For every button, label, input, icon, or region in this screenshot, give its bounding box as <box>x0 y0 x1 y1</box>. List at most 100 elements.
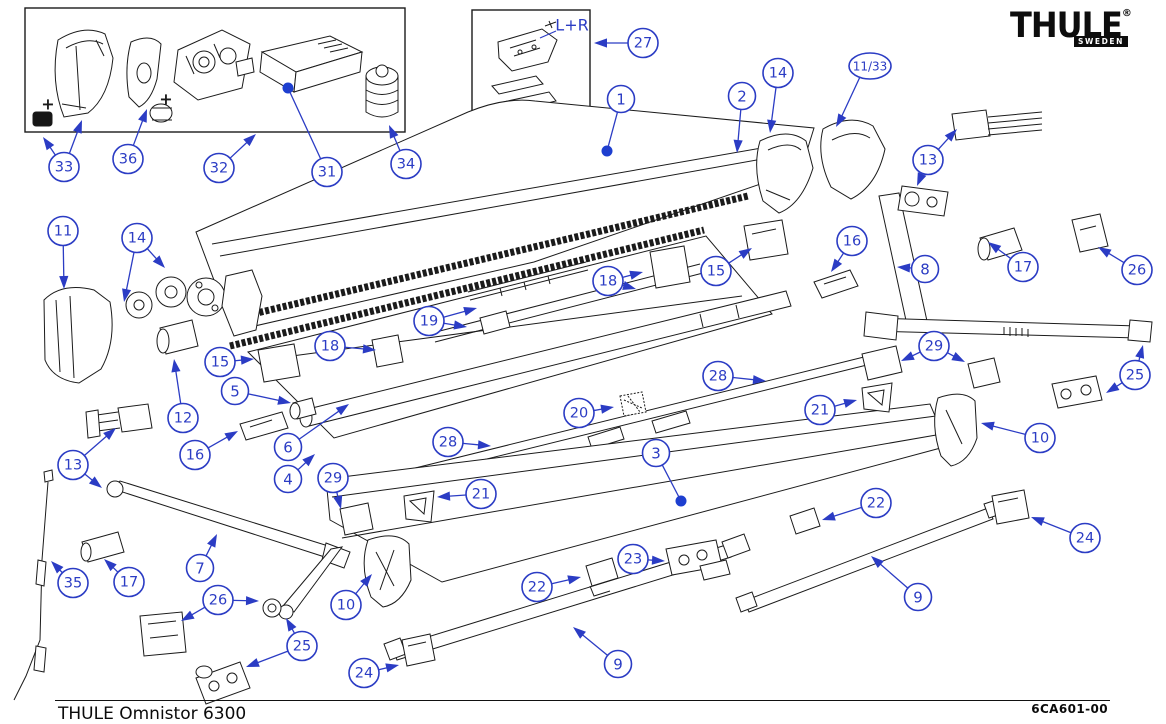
leader-arrowhead <box>733 139 743 153</box>
leader-arrowhead <box>477 440 491 450</box>
leader-arrowhead <box>1031 517 1045 526</box>
leader-line <box>205 541 214 557</box>
callout-circle <box>286 630 318 662</box>
callout-circle <box>903 582 933 612</box>
callout-28: 28 <box>432 426 491 458</box>
callout-32: 32 <box>203 134 256 184</box>
leader-line <box>593 407 606 412</box>
callout-20: 20 <box>563 397 614 429</box>
leader-line <box>297 459 309 471</box>
callout-circle <box>413 305 445 337</box>
leader-line <box>622 284 628 288</box>
callout-number: 22 <box>867 496 885 512</box>
callout-number: 17 <box>1014 260 1032 276</box>
callout-28: 28 <box>702 360 766 392</box>
leader-arrowhead <box>843 398 857 408</box>
callout-33: 33 <box>43 120 82 183</box>
line-art <box>13 7 1153 705</box>
callout-29: 29 <box>317 462 349 509</box>
callout-circle <box>432 426 464 458</box>
callout-number: 14 <box>128 231 146 247</box>
leader-line <box>770 87 777 125</box>
callout-13: 13 <box>912 129 957 186</box>
callout-22: 22 <box>521 571 581 603</box>
callout-number: 25 <box>293 639 311 655</box>
leader-line <box>174 367 182 404</box>
leader-arrowhead <box>362 344 376 354</box>
leader-line <box>248 393 283 402</box>
callout-circle <box>1069 522 1101 554</box>
callout-circle <box>563 397 595 429</box>
leader-arrowhead <box>1135 345 1145 359</box>
callout-8: 8 <box>897 254 940 284</box>
callout-circle <box>465 478 497 510</box>
callout-circle <box>641 438 671 468</box>
leader-line <box>443 322 459 327</box>
leader-arrowhead <box>917 172 927 186</box>
callout-number: 25 <box>1126 368 1144 384</box>
leader-arrowhead <box>122 288 132 302</box>
callout-circle <box>113 566 145 598</box>
leader-line <box>1113 382 1123 389</box>
case-lid-drawing <box>195 99 815 332</box>
end-cap-left-drawing <box>43 287 113 384</box>
leader-line <box>47 144 56 156</box>
leader-line <box>62 245 65 281</box>
leader-arrowhead <box>59 275 69 289</box>
callout-circle <box>592 265 624 297</box>
callout-34: 34 <box>389 125 422 180</box>
leader-line <box>647 559 657 562</box>
leader-arrowhead <box>871 556 884 569</box>
callout-15: 15 <box>204 346 254 378</box>
end-cover-right-drawing <box>820 119 886 200</box>
callout-number: 26 <box>209 593 227 609</box>
callout-circle <box>311 156 343 188</box>
leader-arrowhead <box>103 428 116 440</box>
callout-number: 24 <box>1076 531 1094 547</box>
callout-number: 12 <box>174 411 192 427</box>
leader-arrowhead <box>286 618 297 632</box>
leader-line <box>443 309 469 318</box>
footer-doc-number: 6CA601-00 <box>1031 702 1108 716</box>
callout-10: 10 <box>330 574 372 621</box>
callout-circle <box>627 27 659 59</box>
leader-line <box>462 442 483 446</box>
callout-number: 33 <box>55 160 73 176</box>
leader-line <box>336 491 340 501</box>
callout-number: 29 <box>324 471 342 487</box>
callout-circle <box>727 81 757 111</box>
leader-arrowhead <box>897 263 911 273</box>
leader-line <box>188 606 206 618</box>
leader-line <box>1105 251 1125 264</box>
leader-arrowhead <box>243 134 256 147</box>
leader-arrowhead <box>360 574 372 587</box>
callout-number: 13 <box>64 458 82 474</box>
callout-number: 9 <box>613 656 623 674</box>
leader-arrowhead <box>836 113 847 127</box>
callout-circle <box>314 330 346 362</box>
callout-number: 1 <box>616 91 626 109</box>
callout-number: 29 <box>925 339 943 355</box>
callout-number: 21 <box>472 487 490 503</box>
leader-arrowhead <box>573 627 586 639</box>
callout-circle <box>617 543 649 575</box>
leader-line <box>551 578 573 585</box>
callout-12: 12 <box>167 359 199 434</box>
callout-9: 9 <box>871 556 933 612</box>
leader-arrowhead <box>951 351 965 362</box>
leader-arrowhead <box>207 534 217 548</box>
callout-18: 18 <box>592 265 643 297</box>
plus-mark: + <box>159 90 172 109</box>
leader-arrowhead <box>104 559 117 572</box>
callout-number: 9 <box>913 589 923 607</box>
spring-arm-left-drawing <box>108 480 339 560</box>
leader-arrowhead <box>901 351 915 361</box>
callout-16: 16 <box>179 431 238 471</box>
callout-number: 28 <box>439 435 457 451</box>
leader-line <box>834 401 849 407</box>
leader-arrowhead <box>277 395 291 405</box>
leader-line <box>68 128 80 154</box>
leader-line <box>287 87 322 160</box>
leader-arrowhead <box>389 125 399 139</box>
